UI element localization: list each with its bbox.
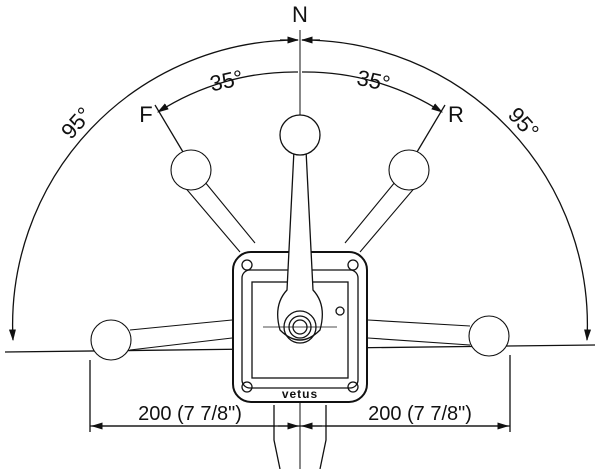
dimension-left: 200 (7 7/8"): [138, 403, 242, 425]
arc-35-right: [301, 71, 443, 113]
label-neutral: N: [292, 2, 308, 27]
lever-neutral: [277, 149, 323, 341]
arc-35-left: [157, 71, 299, 113]
label-forward: F: [139, 102, 152, 127]
arc-95-right: [301, 39, 592, 342]
label-angle-forward: 35°: [208, 65, 246, 96]
label-angle-full-right: 95°: [503, 102, 544, 143]
knob-reverse: [388, 149, 430, 191]
knob-full-right: [468, 315, 510, 357]
label-angle-reverse: 35°: [355, 65, 393, 96]
knob-neutral: [279, 114, 321, 156]
brand-logo: vetus: [282, 387, 318, 401]
arc-95-left: [8, 39, 299, 342]
label-reverse: R: [448, 102, 464, 127]
knob-forward: [170, 149, 212, 191]
label-angle-full-left: 95°: [56, 102, 97, 143]
dimension-right: 200 (7 7/8"): [368, 403, 472, 425]
knob-full-left: [90, 319, 132, 361]
